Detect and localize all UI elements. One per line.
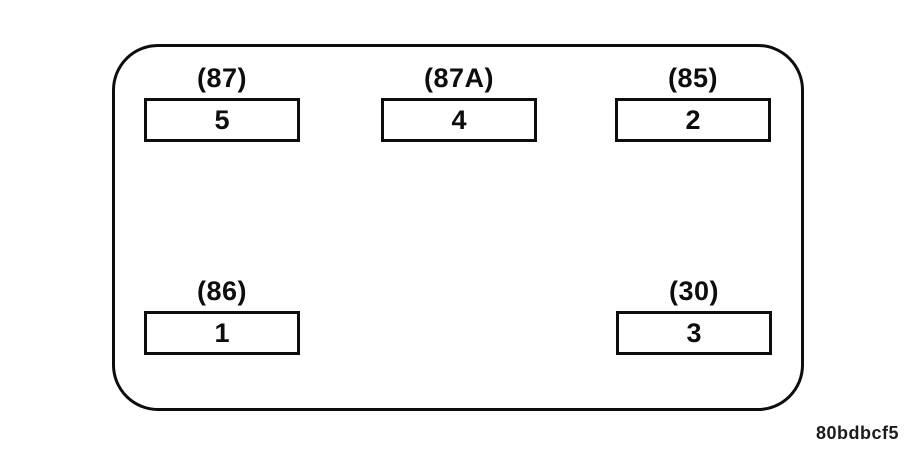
terminal-87: (87) 5	[144, 62, 300, 142]
terminal-30-label: (30)	[668, 276, 719, 306]
terminal-86-label: (86)	[196, 276, 247, 306]
terminal-85-label: (85)	[667, 63, 718, 93]
terminal-85: (85) 2	[615, 62, 771, 142]
terminal-30-cavity-number: 3	[686, 317, 702, 348]
terminal-87a: (87A) 4	[381, 62, 537, 142]
terminal-85-cavity-number: 2	[685, 104, 701, 135]
terminal-87-cavity-box: 5	[144, 98, 300, 142]
terminal-87a-cavity-box: 4	[381, 98, 537, 142]
terminal-87a-cavity-number: 4	[451, 104, 467, 135]
terminal-87-label: (87)	[196, 63, 247, 93]
terminal-87a-label: (87A)	[423, 63, 494, 93]
terminal-87-cavity-number: 5	[214, 104, 230, 135]
figure-code: 80bdbcf5	[815, 423, 899, 443]
terminal-30-cavity-box: 3	[616, 311, 772, 355]
terminal-85-cavity-box: 2	[615, 98, 771, 142]
terminal-86: (86) 1	[144, 275, 300, 355]
terminal-86-cavity-box: 1	[144, 311, 300, 355]
terminal-86-cavity-number: 1	[214, 317, 230, 348]
terminal-30: (30) 3	[616, 275, 772, 355]
